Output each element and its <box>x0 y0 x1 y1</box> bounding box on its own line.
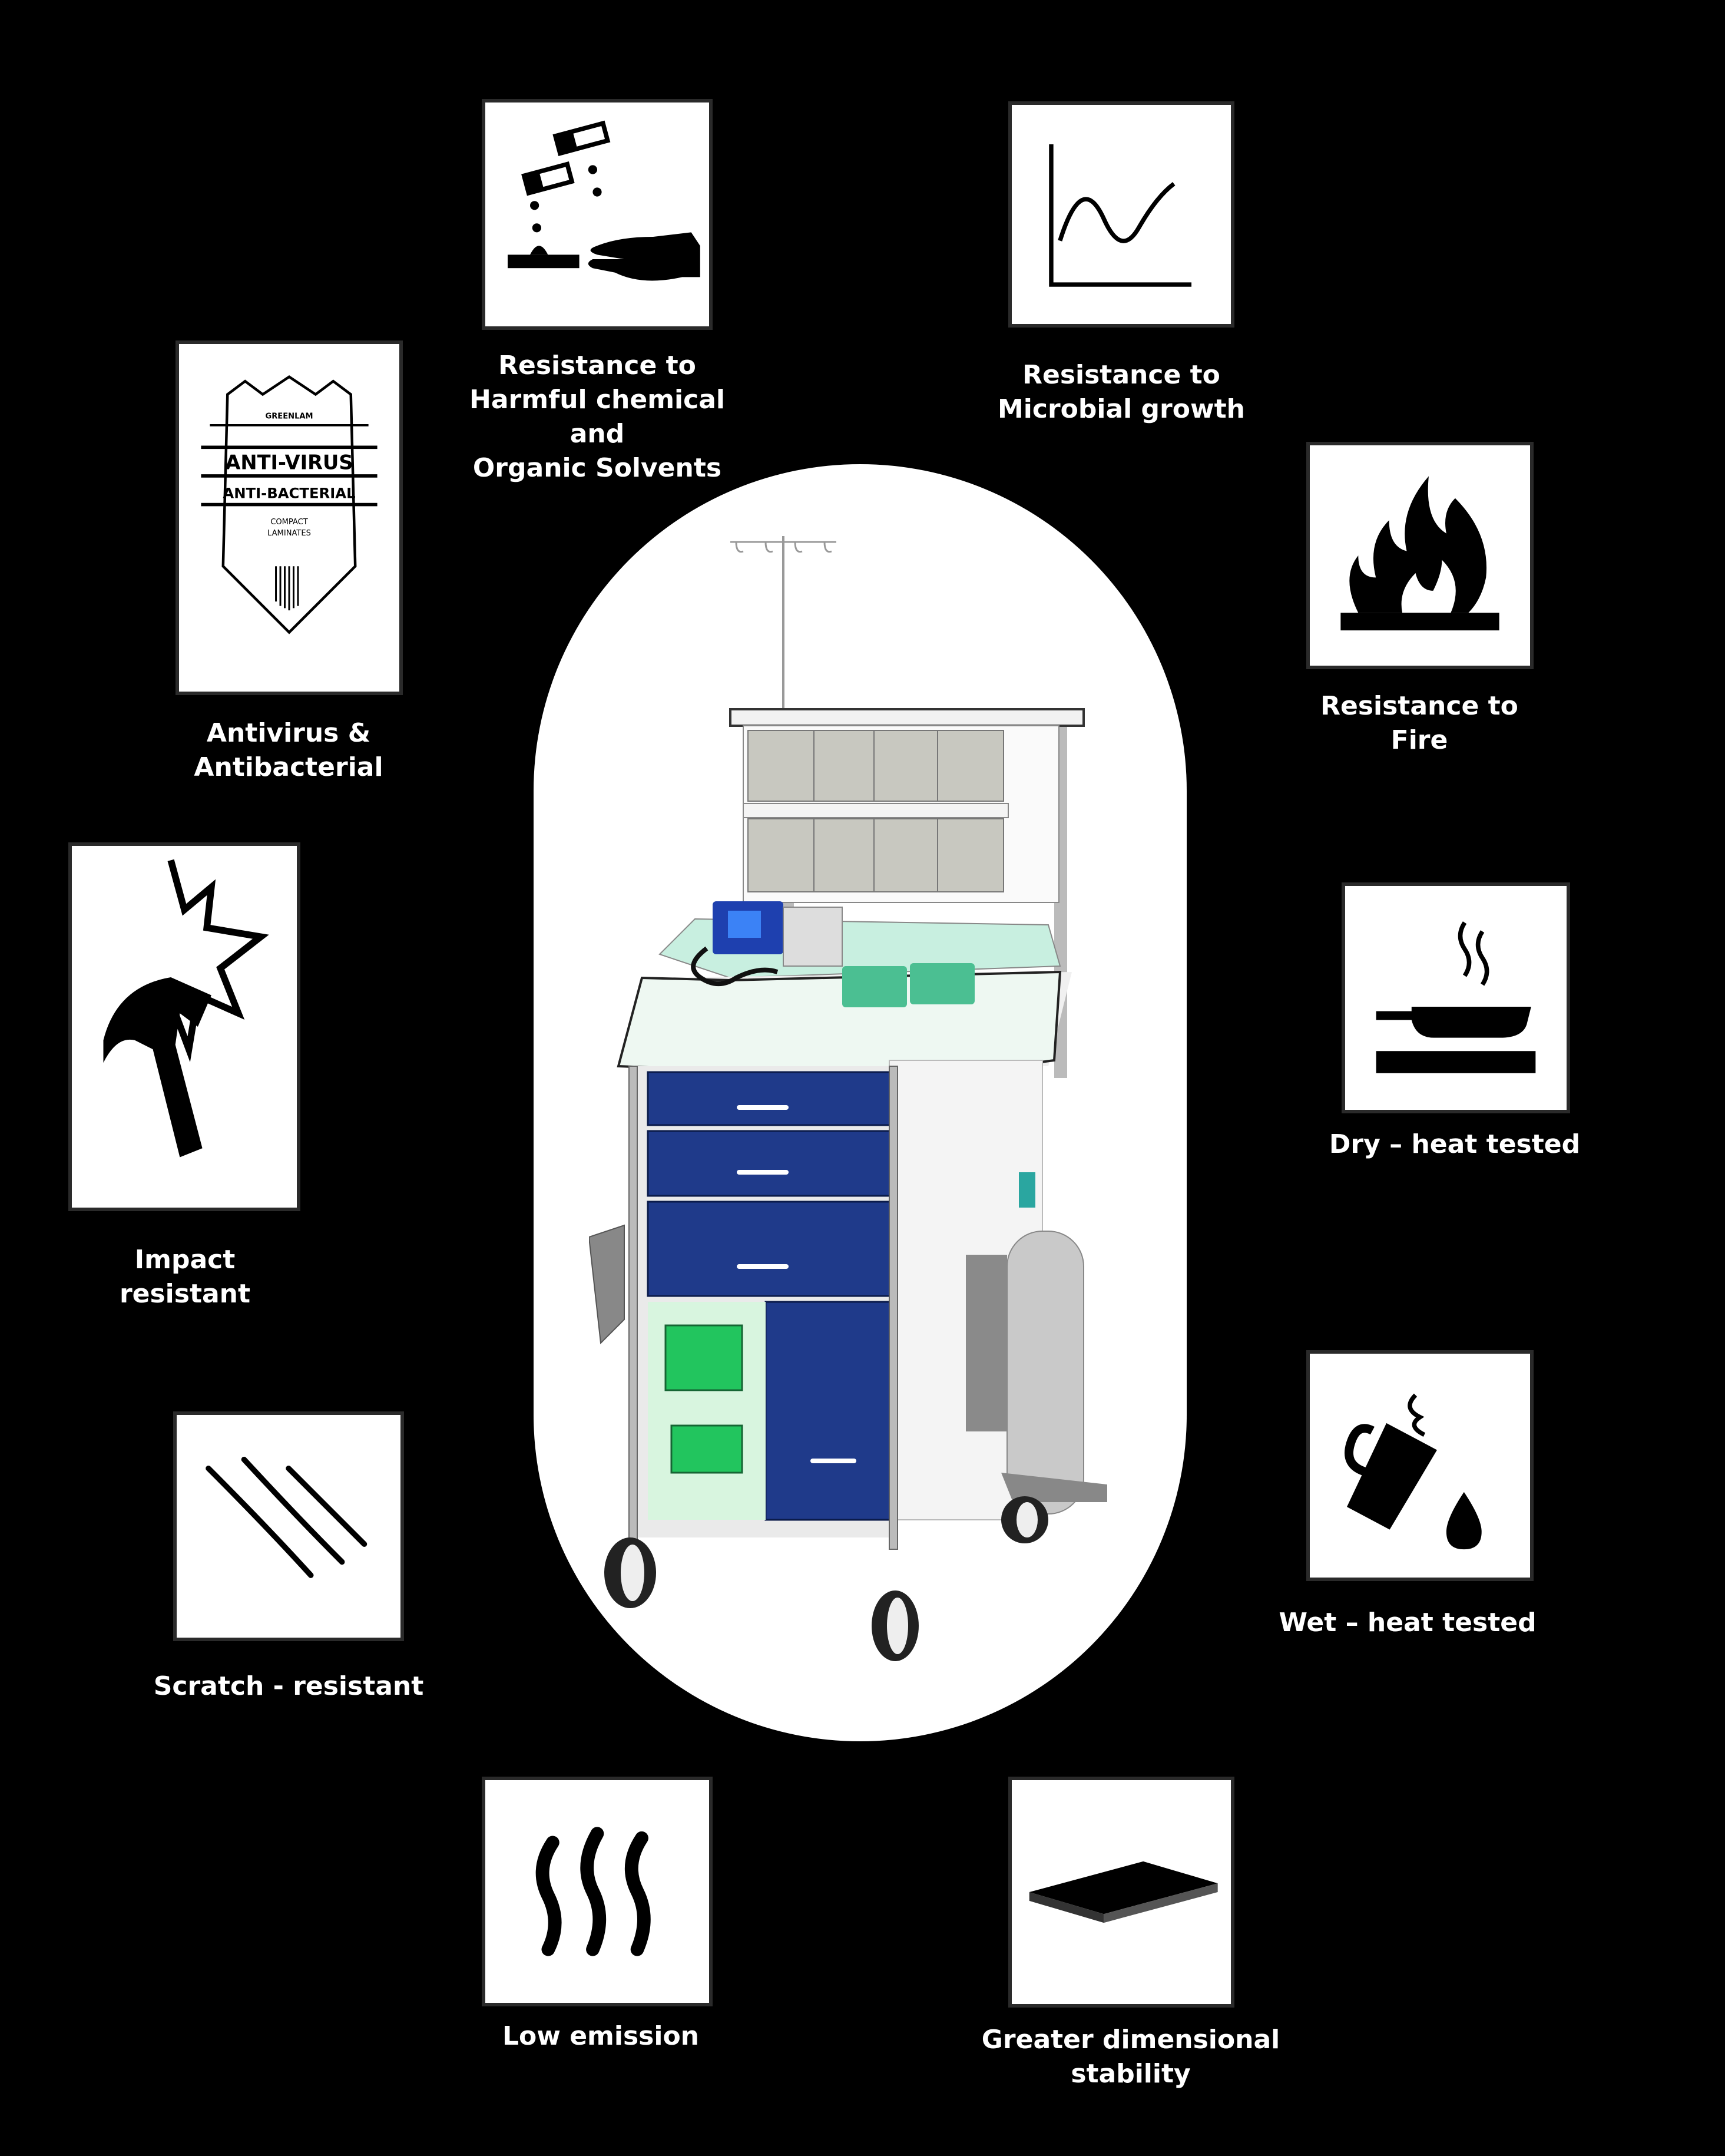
dry-heat-label: Dry – heat tested <box>1329 1129 1581 1159</box>
scratch-label: Scratch - resistant <box>153 1671 424 1701</box>
badge-brand: GREENLAM <box>265 412 313 421</box>
antivirus-card: GREENLAM ANTI-VIRUS ANTI-BACTERIAL COMPA… <box>176 340 403 695</box>
frying-pan-icon <box>1376 921 1536 1073</box>
badge-line3: COMPACT <box>270 518 309 527</box>
impact-label: Impact resistant <box>119 1245 251 1309</box>
antivirus-shield-icon: GREENLAM ANTI-VIRUS ANTI-BACTERIAL COMPA… <box>201 375 378 634</box>
chemical-resistance-label: Resistance to Harmful chemical and Organ… <box>469 350 725 483</box>
anaesthesia-cart-illustration <box>589 536 1107 1661</box>
low-emission-label: Low emission <box>502 2021 700 2051</box>
dimensional-stability-label: Greater dimensional stability <box>981 2025 1280 2089</box>
laminate-sheet-icon <box>1029 1861 1218 1923</box>
badge-line4: LAMINATES <box>267 529 311 538</box>
chemical-resistance-card <box>482 99 713 330</box>
wet-heat-label: Wet – heat tested <box>1279 1608 1537 1638</box>
microbial-growth-chart-icon <box>1049 144 1192 287</box>
scratch-card <box>173 1411 404 1641</box>
wet-heat-card <box>1306 1350 1534 1581</box>
badge-line2: ANTI-BACTERIAL <box>223 484 355 501</box>
hammer-impact-icon <box>103 859 269 1158</box>
microbial-resistance-card <box>1008 101 1234 328</box>
fire-resistance-label: Resistance to Fire <box>1320 691 1518 755</box>
fire-icon <box>1340 476 1499 631</box>
pouring-jug-icon <box>1345 1393 1482 1550</box>
heat-waves-icon <box>535 1827 651 1956</box>
low-emission-card <box>482 1777 713 2006</box>
scratch-marks-icon <box>206 1456 367 1578</box>
chemical-corrosion-icon <box>508 120 700 281</box>
dimensional-stability-card <box>1008 1777 1234 2008</box>
antivirus-label: Antivirus & Antibacterial <box>194 718 383 782</box>
badge-line1: ANTI-VIRUS <box>225 451 353 474</box>
impact-card <box>68 842 300 1211</box>
microbial-resistance-label: Resistance to Microbial growth <box>998 360 1245 424</box>
dry-heat-card <box>1342 882 1570 1113</box>
fire-resistance-card <box>1306 442 1534 669</box>
